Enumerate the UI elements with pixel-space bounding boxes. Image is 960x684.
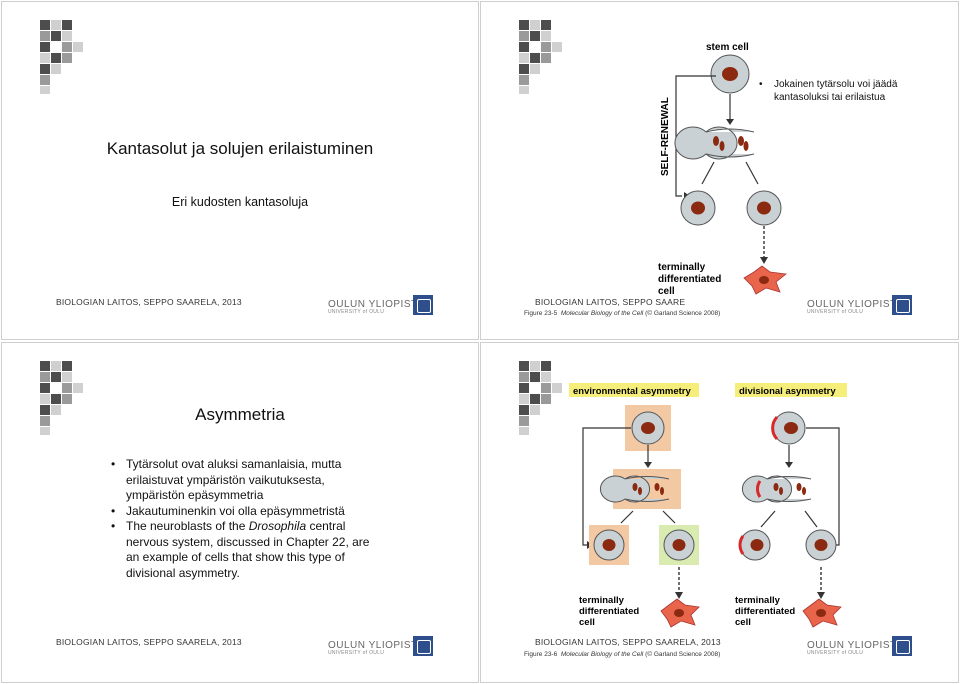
self-renewal-arrow	[675, 75, 716, 197]
divisional-asymmetry-label: divisional asymmetry	[739, 386, 836, 397]
stem-cell-label: stem cell	[706, 42, 749, 53]
svg-text:differentiated: differentiated	[658, 274, 721, 285]
university-shield-icon	[413, 636, 433, 656]
footer-text: BIOLOGIAN LAITOS, SEPPO SAARELA, 2013	[535, 637, 721, 647]
bullet-item: Jokainen tytärsolu voi jäädä kantasoluks…	[759, 78, 909, 104]
slide-title: Asymmetria	[195, 405, 285, 424]
logo-pattern	[519, 20, 563, 94]
bullet-list: Jokainen tytärsolu voi jäädä kantasoluks…	[759, 78, 909, 104]
self-renewal-diagram: stem cell SELF-RENEWAL terminally differ…	[658, 42, 787, 296]
footer-text: BIOLOGIAN LAITOS, SEPPO SAARELA, 2013	[56, 637, 242, 647]
stem-cell-nucleus	[722, 67, 738, 81]
self-renewal-label: SELF-RENEWAL	[660, 97, 671, 176]
logo-pattern	[40, 20, 84, 94]
environmental-asymmetry-label: environmental asymmetry	[573, 386, 691, 397]
slide-4: environmental asymmetry divisional asymm…	[480, 342, 959, 683]
svg-text:cell: cell	[735, 617, 751, 628]
university-shield-icon	[413, 295, 433, 315]
bullet-item: The neuroblasts of the Drosophila centra…	[111, 519, 371, 581]
svg-text:terminally: terminally	[658, 262, 706, 273]
svg-text:terminally: terminally	[735, 595, 781, 606]
university-shield-icon	[892, 636, 912, 656]
footer-text: BIOLOGIAN LAITOS, SEPPO SAARE	[535, 297, 686, 307]
slide-1: Kantasolut ja solujen erilaistuminen Eri…	[1, 1, 479, 340]
logo-pattern	[519, 361, 563, 435]
slide-2: stem cell SELF-RENEWAL terminally differ…	[480, 1, 959, 340]
bullet-item: Jakautuminenkin voi olla epäsymmetristä	[111, 504, 371, 520]
logo-pattern	[40, 361, 84, 435]
svg-text:differentiated: differentiated	[579, 606, 639, 617]
figure-caption: Figure 23-6 Molecular Biology of the Cel…	[524, 651, 721, 658]
bullet-list: Tytärsolut ovat aluksi samanlaisia, mutt…	[111, 457, 371, 581]
bullet-item: Tytärsolut ovat aluksi samanlaisia, mutt…	[111, 457, 371, 504]
svg-text:cell: cell	[579, 617, 595, 628]
slide-subtitle: Eri kudosten kantasoluja	[171, 195, 309, 209]
slide-title: Kantasolut ja solujen erilaistuminen	[106, 139, 374, 158]
slide-3: Asymmetria Tytärsolut ovat aluksi samanl…	[1, 342, 479, 683]
svg-text:differentiated: differentiated	[735, 606, 795, 617]
university-shield-icon	[892, 295, 912, 315]
footer-text: BIOLOGIAN LAITOS, SEPPO SAARELA, 2013	[56, 297, 242, 307]
asymmetry-diagram: environmental asymmetry divisional asymm…	[569, 383, 847, 628]
svg-text:cell: cell	[658, 286, 675, 296]
svg-text:terminally: terminally	[579, 595, 625, 606]
figure-caption: Figure 23-5 Molecular Biology of the Cel…	[524, 310, 721, 317]
